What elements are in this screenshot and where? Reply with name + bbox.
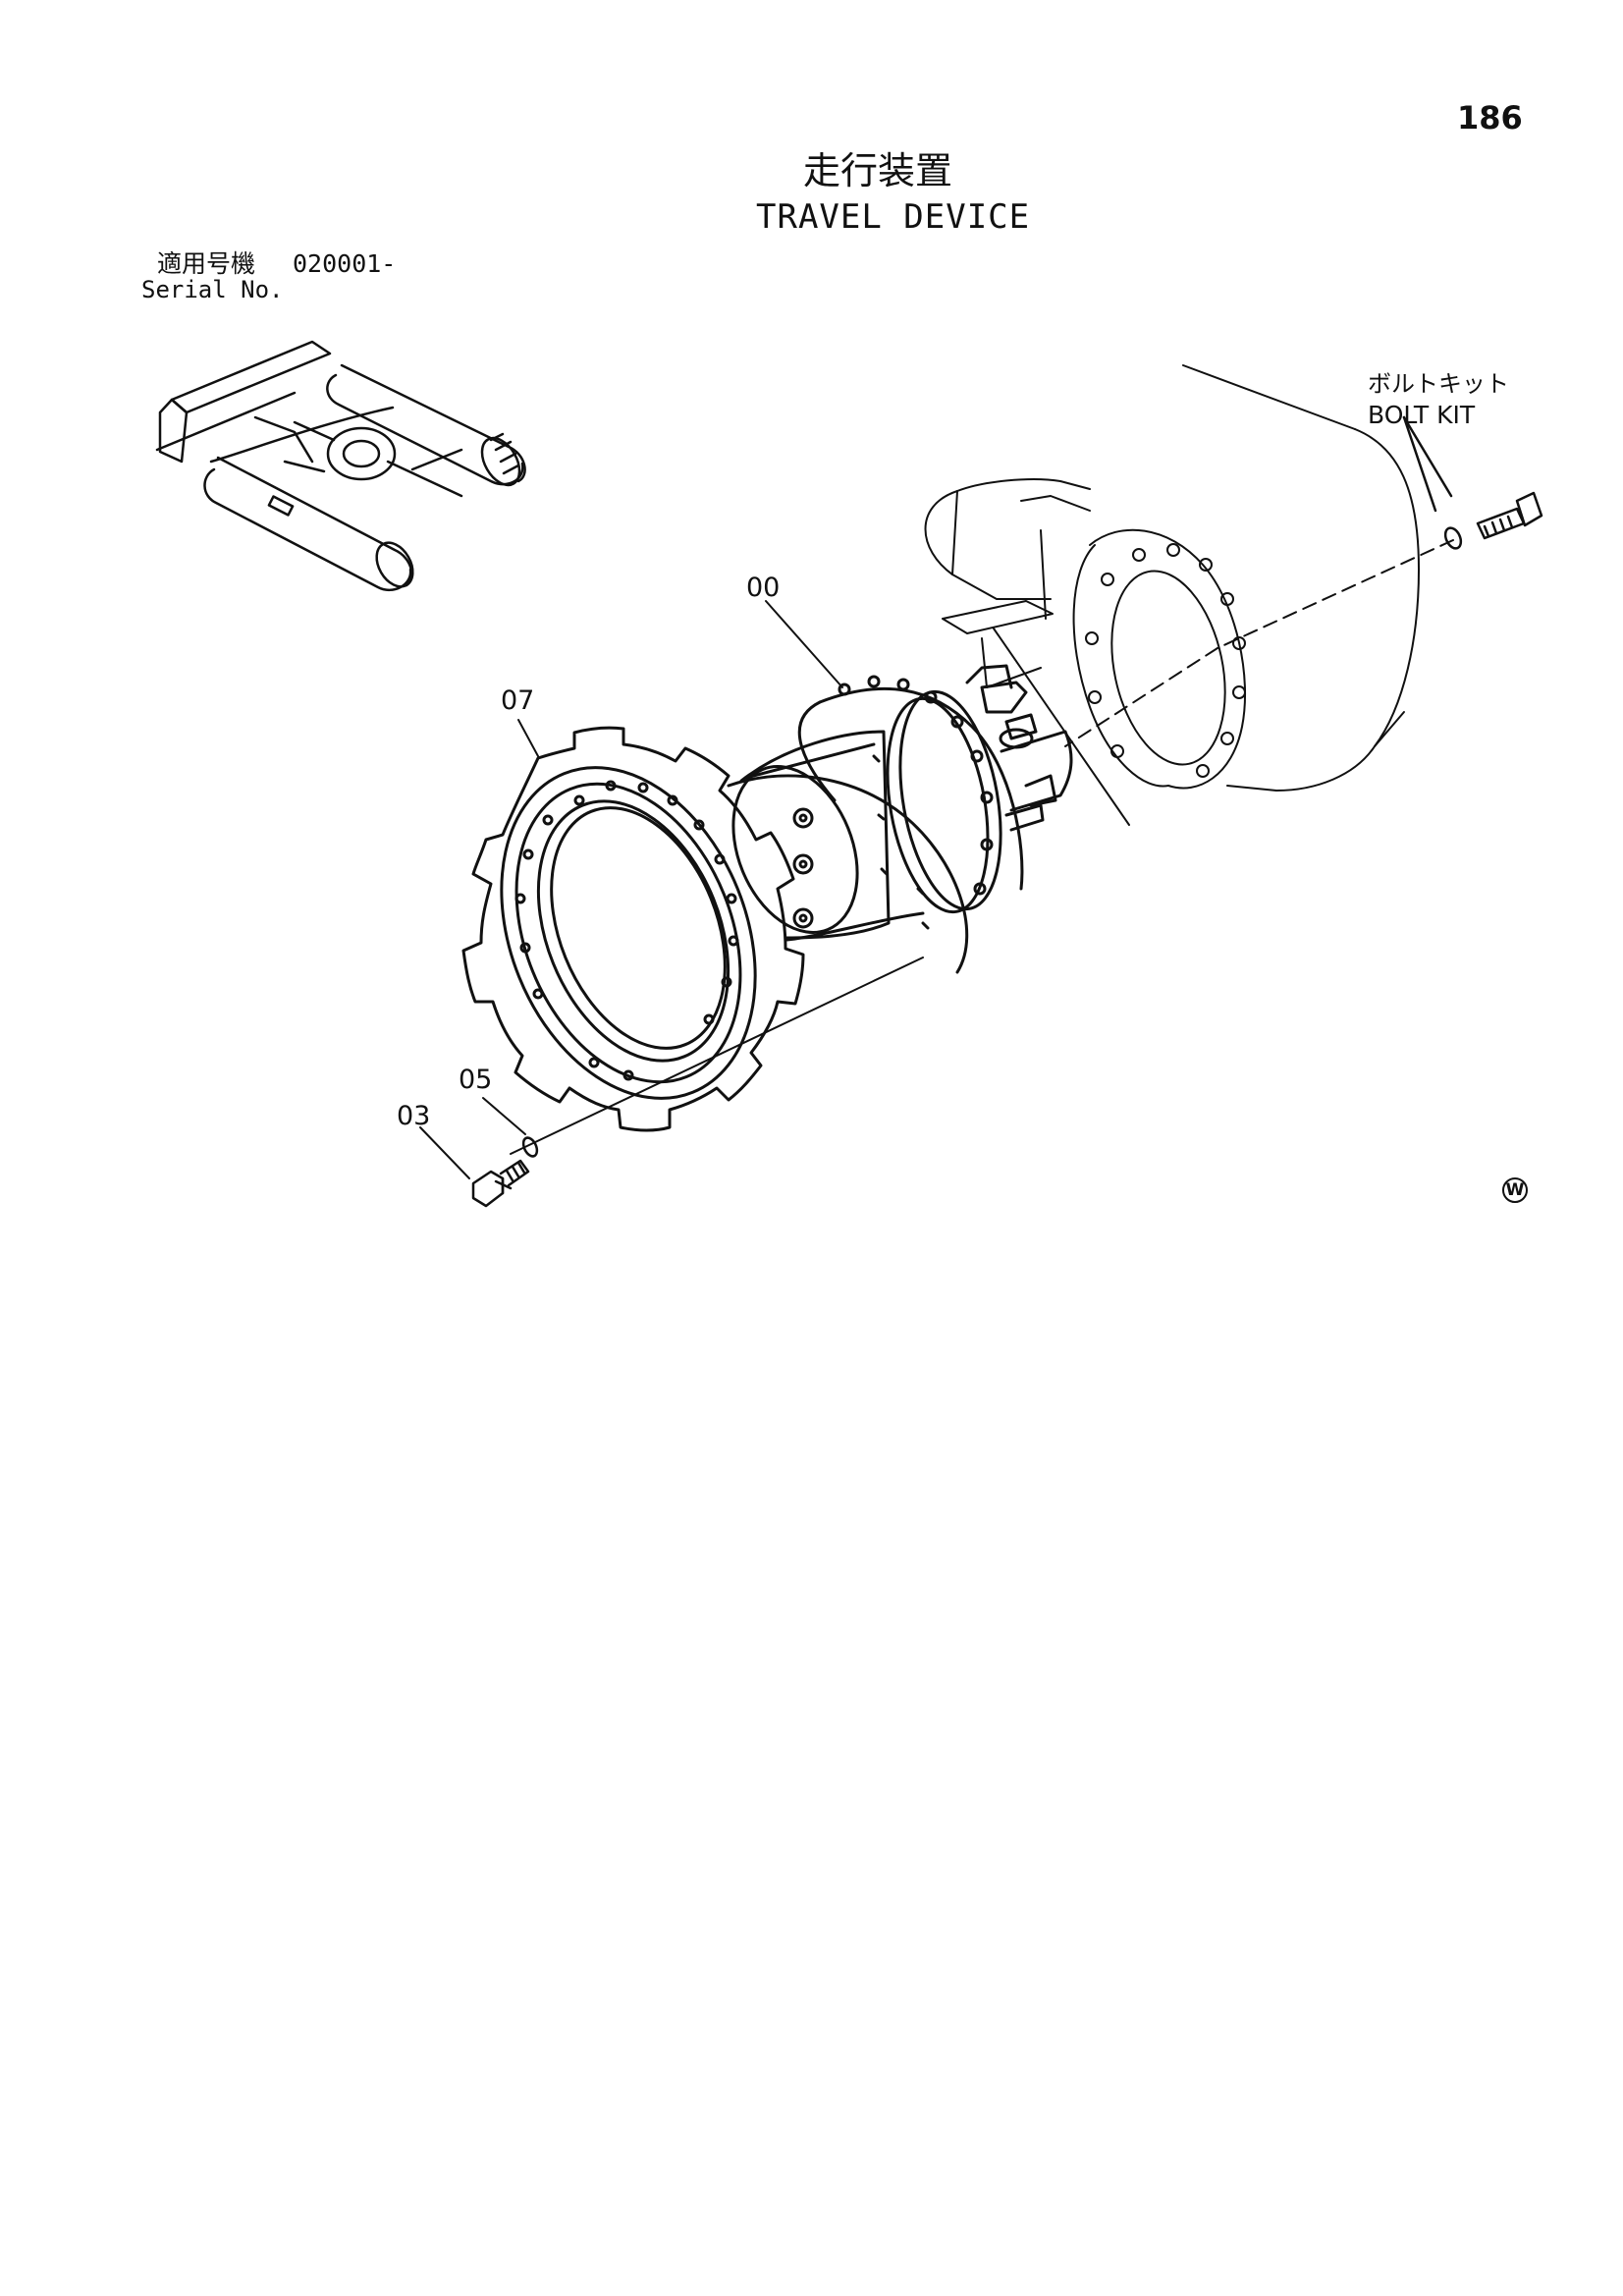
serial-number: 020001- bbox=[293, 249, 397, 278]
alignment-lines bbox=[1064, 539, 1454, 747]
undercarriage-overview-icon bbox=[155, 340, 526, 592]
travel-motor-icon bbox=[727, 600, 1073, 974]
bolt-kit-icon bbox=[1402, 415, 1543, 550]
washer-icon bbox=[482, 1097, 539, 1158]
serial-label-en: Serial No. bbox=[141, 276, 284, 303]
page-title-en: TRAVEL DEVICE bbox=[756, 197, 1031, 237]
callout-travel-motor: 00 bbox=[746, 573, 781, 603]
callout-sprocket: 07 bbox=[501, 685, 535, 716]
page-title-jp: 走行装置 bbox=[803, 149, 953, 192]
bolt-kit-label-jp: ボルトキット bbox=[1368, 370, 1509, 398]
track-frame-icon bbox=[924, 364, 1420, 826]
page-number: 186 bbox=[1457, 99, 1523, 137]
serial-label-jp: 適用号機 bbox=[157, 249, 256, 278]
sprocket-icon bbox=[461, 719, 805, 1132]
bolt-kit-label-en: BOLT KIT bbox=[1368, 401, 1476, 429]
callout-bolt: 03 bbox=[397, 1101, 431, 1131]
bolt-icon bbox=[419, 1126, 530, 1208]
callout-washer: 05 bbox=[459, 1065, 493, 1095]
w-mark-icon: W bbox=[1502, 1177, 1528, 1203]
